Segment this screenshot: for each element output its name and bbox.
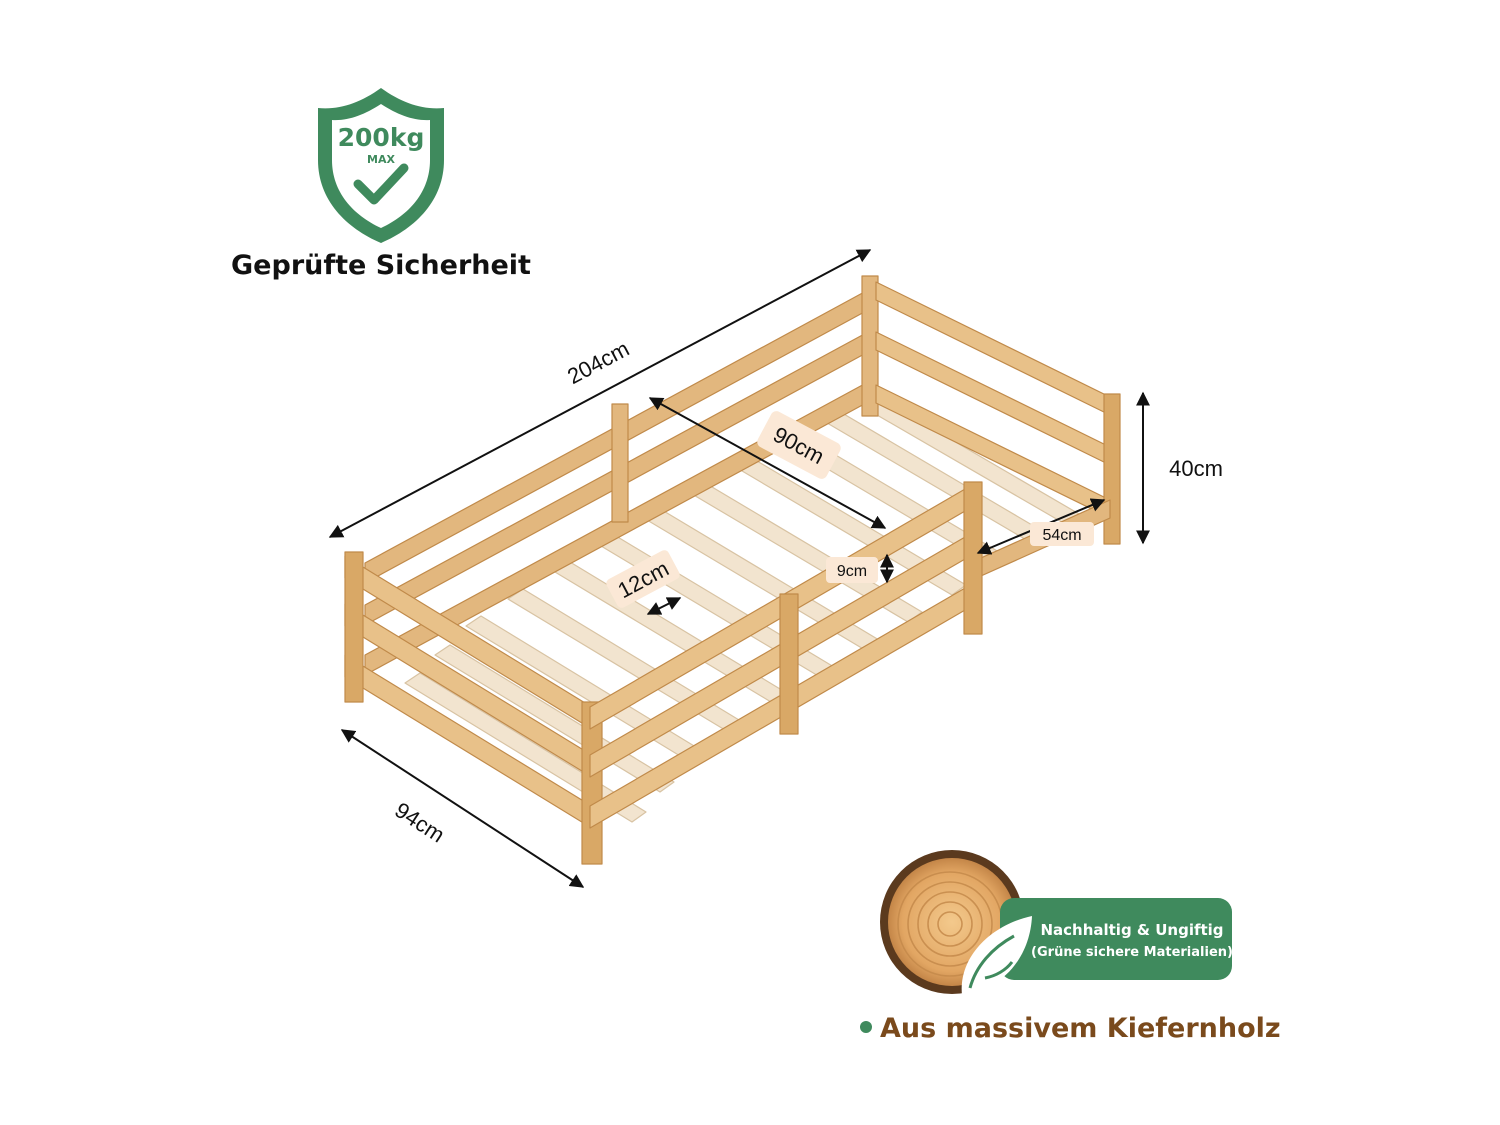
safety-shield-icon: 200kg MAX — [318, 88, 444, 243]
checkmark-icon — [353, 163, 409, 205]
dim-rail-gap: 9cm — [837, 563, 867, 580]
dim-depth: 94cm — [390, 797, 449, 847]
material-badge-line1: Nachhaltig & Ungiftig — [1040, 921, 1223, 939]
head-corner-post — [1103, 393, 1121, 545]
leaf-icon — [961, 916, 1032, 995]
dim-height: 40cm — [1169, 456, 1223, 481]
back-middle-post — [611, 403, 629, 523]
front-guard-post-middle — [779, 593, 799, 735]
shield-weight: 200kg — [338, 123, 425, 152]
head-end-rails — [875, 281, 1113, 520]
dim-opening: 54cm — [1042, 527, 1081, 544]
material-title: Aus massivem Kiefernholz — [880, 1013, 1281, 1044]
foot-left-post — [344, 551, 364, 703]
material-badge-line2: (Grüne sichere Materialien) — [1031, 945, 1233, 960]
front-guard-post-end — [963, 481, 983, 635]
label-bg-54 — [1030, 522, 1094, 546]
shield-max-label: MAX — [367, 153, 395, 166]
label-bg-12 — [606, 550, 680, 608]
safety-title: Geprüfte Sicherheit — [231, 250, 531, 281]
label-bg-90 — [757, 411, 841, 479]
material-badge — [1000, 898, 1232, 980]
label-bg-9 — [826, 557, 878, 583]
foot-end-rails — [344, 555, 591, 828]
bullet-dot — [860, 1021, 872, 1033]
bed-frame — [344, 275, 1121, 865]
